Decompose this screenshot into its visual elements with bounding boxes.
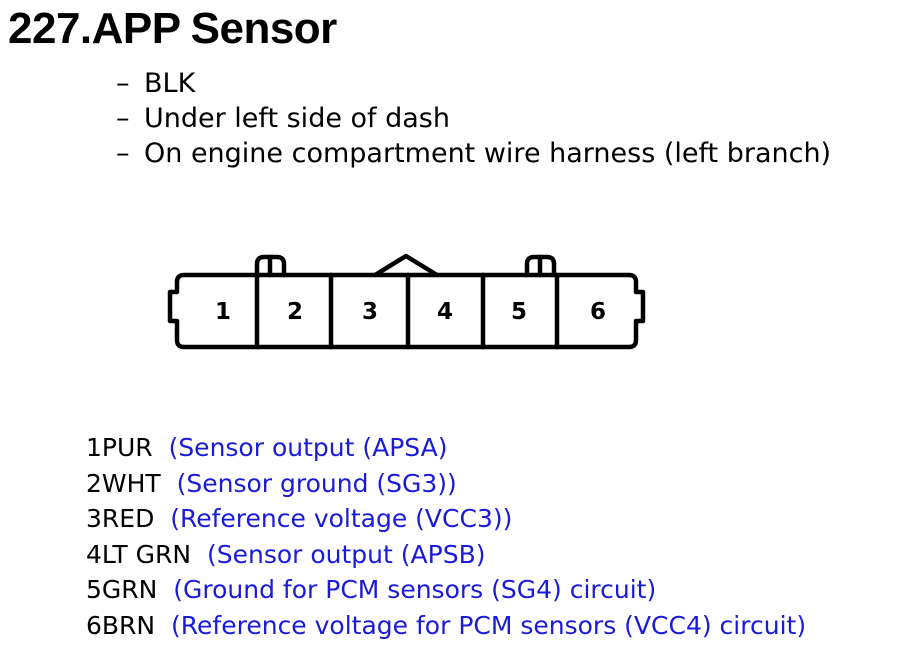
pinout-row: 2WHT (Sensor ground (SG3)) (86, 466, 806, 502)
pin-label: 6 (590, 299, 606, 325)
key-ridge (372, 253, 440, 278)
pin-description: (Reference voltage for PCM sensors (VCC4… (171, 610, 807, 640)
dash: – (116, 103, 130, 134)
pinout-row: 1PUR (Sensor output (APSA) (86, 430, 806, 466)
detail-connector-color: –BLK (116, 66, 831, 101)
title-name: APP (91, 4, 181, 53)
pin-number: 3 (86, 504, 102, 534)
connector-diagram: 1 2 3 4 5 6 (167, 253, 646, 350)
pinout-row: 3RED (Reference voltage (VCC3)) (86, 501, 806, 537)
location-details: –BLK –Under left side of dash –On engine… (116, 66, 831, 171)
pin-number: 1 (86, 433, 102, 462)
pin-description: (Sensor output (APSA) (168, 433, 448, 462)
dash: – (116, 138, 130, 169)
pinout-list: 1PUR (Sensor output (APSA) 2WHT (Sensor … (86, 430, 806, 644)
wire-color: BRN (101, 610, 156, 640)
detail-text: On engine compartment wire harness (left… (144, 138, 832, 169)
wire-color: LT GRN (101, 539, 192, 569)
wire-color: RED (101, 504, 155, 534)
pin-number: 6 (86, 610, 102, 640)
detail-harness: –On engine compartment wire harness (lef… (116, 136, 831, 171)
wire-color: WHT (101, 468, 161, 498)
wire-color: PUR (101, 433, 153, 462)
pinout-row: 4LT GRN (Sensor output (APSB) (86, 537, 806, 573)
pin-label: 1 (215, 299, 231, 325)
pin-label: 2 (287, 299, 303, 325)
pin-label: 5 (511, 299, 527, 325)
dash: – (116, 68, 130, 99)
detail-text: Under left side of dash (144, 103, 450, 134)
pin-label: 4 (437, 299, 453, 325)
pin-number: 2 (86, 468, 102, 498)
connector-outline (167, 272, 646, 350)
pin-description: (Reference voltage (VCC3)) (170, 504, 513, 534)
pin-description: (Sensor output (APSB) (206, 539, 486, 569)
detail-text: BLK (144, 68, 196, 99)
pin-description: (Sensor ground (SG3)) (176, 468, 457, 498)
pin-label: 3 (362, 299, 378, 325)
pinout-row: 5GRN (Ground for PCM sensors (SG4) circu… (86, 572, 806, 608)
wire-color: GRN (101, 575, 158, 605)
title-word: Sensor (190, 4, 338, 53)
title-number: 227. (8, 4, 92, 53)
pin-number: 4 (86, 539, 102, 569)
pin-description: (Ground for PCM sensors (SG4) circuit) (173, 575, 657, 605)
pinout-row: 6BRN (Reference voltage for PCM sensors … (86, 608, 806, 644)
detail-location: –Under left side of dash (116, 101, 831, 136)
pin-number: 5 (86, 575, 102, 605)
